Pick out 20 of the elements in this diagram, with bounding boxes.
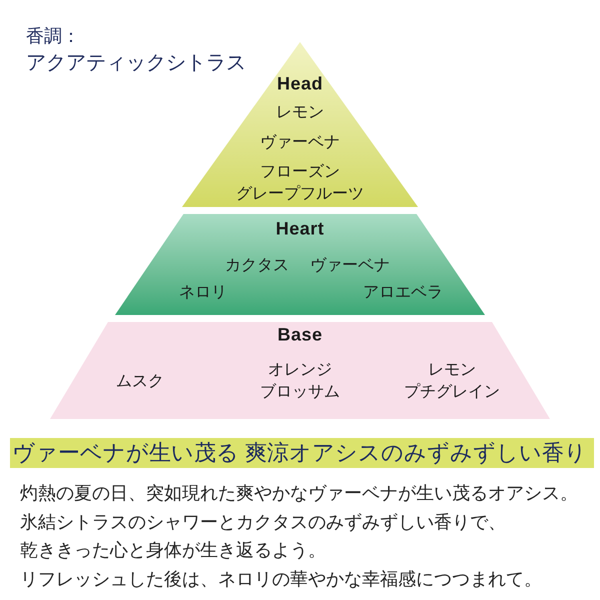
body-text-line: 氷結シトラスのシャワーとカクタスのみずみずしい香りで、 <box>20 511 506 534</box>
body-text-line: リフレッシュした後は、ネロリの華やかな幸福感につつまれて。 <box>20 568 542 591</box>
note-name: レモン <box>276 103 324 123</box>
note-name: ヴァーベナ <box>310 256 390 276</box>
tier-heading: Head <box>277 72 323 96</box>
note-name: フローズングレープフルーツ <box>235 162 365 204</box>
scent-type-name: アクアティックシトラス <box>26 51 246 76</box>
note-name: ヴァーベナ <box>260 133 340 153</box>
scent-type-label: 香調： <box>26 25 80 48</box>
note-name: ネロリ <box>179 283 227 303</box>
body-text-line: 灼熱の夏の日、突如現れた爽やかなヴァーベナが生い茂るオアシス。 <box>20 482 578 505</box>
tier-heading: Heart <box>276 218 324 240</box>
note-name: レモンプチグレイン <box>403 360 501 402</box>
note-name: アロエベラ <box>363 283 443 303</box>
note-name: オレンジブロッサム <box>259 360 341 402</box>
note-name: カクタス <box>225 256 289 276</box>
tier-heading: Base <box>277 324 323 346</box>
highlighted-heading: ヴァーベナが生い茂る 爽涼オアシスのみずみずしい香り <box>10 438 594 468</box>
note-name: ムスク <box>116 372 164 392</box>
body-text-line: 乾ききった心と身体が生き返るよう。 <box>20 539 326 562</box>
